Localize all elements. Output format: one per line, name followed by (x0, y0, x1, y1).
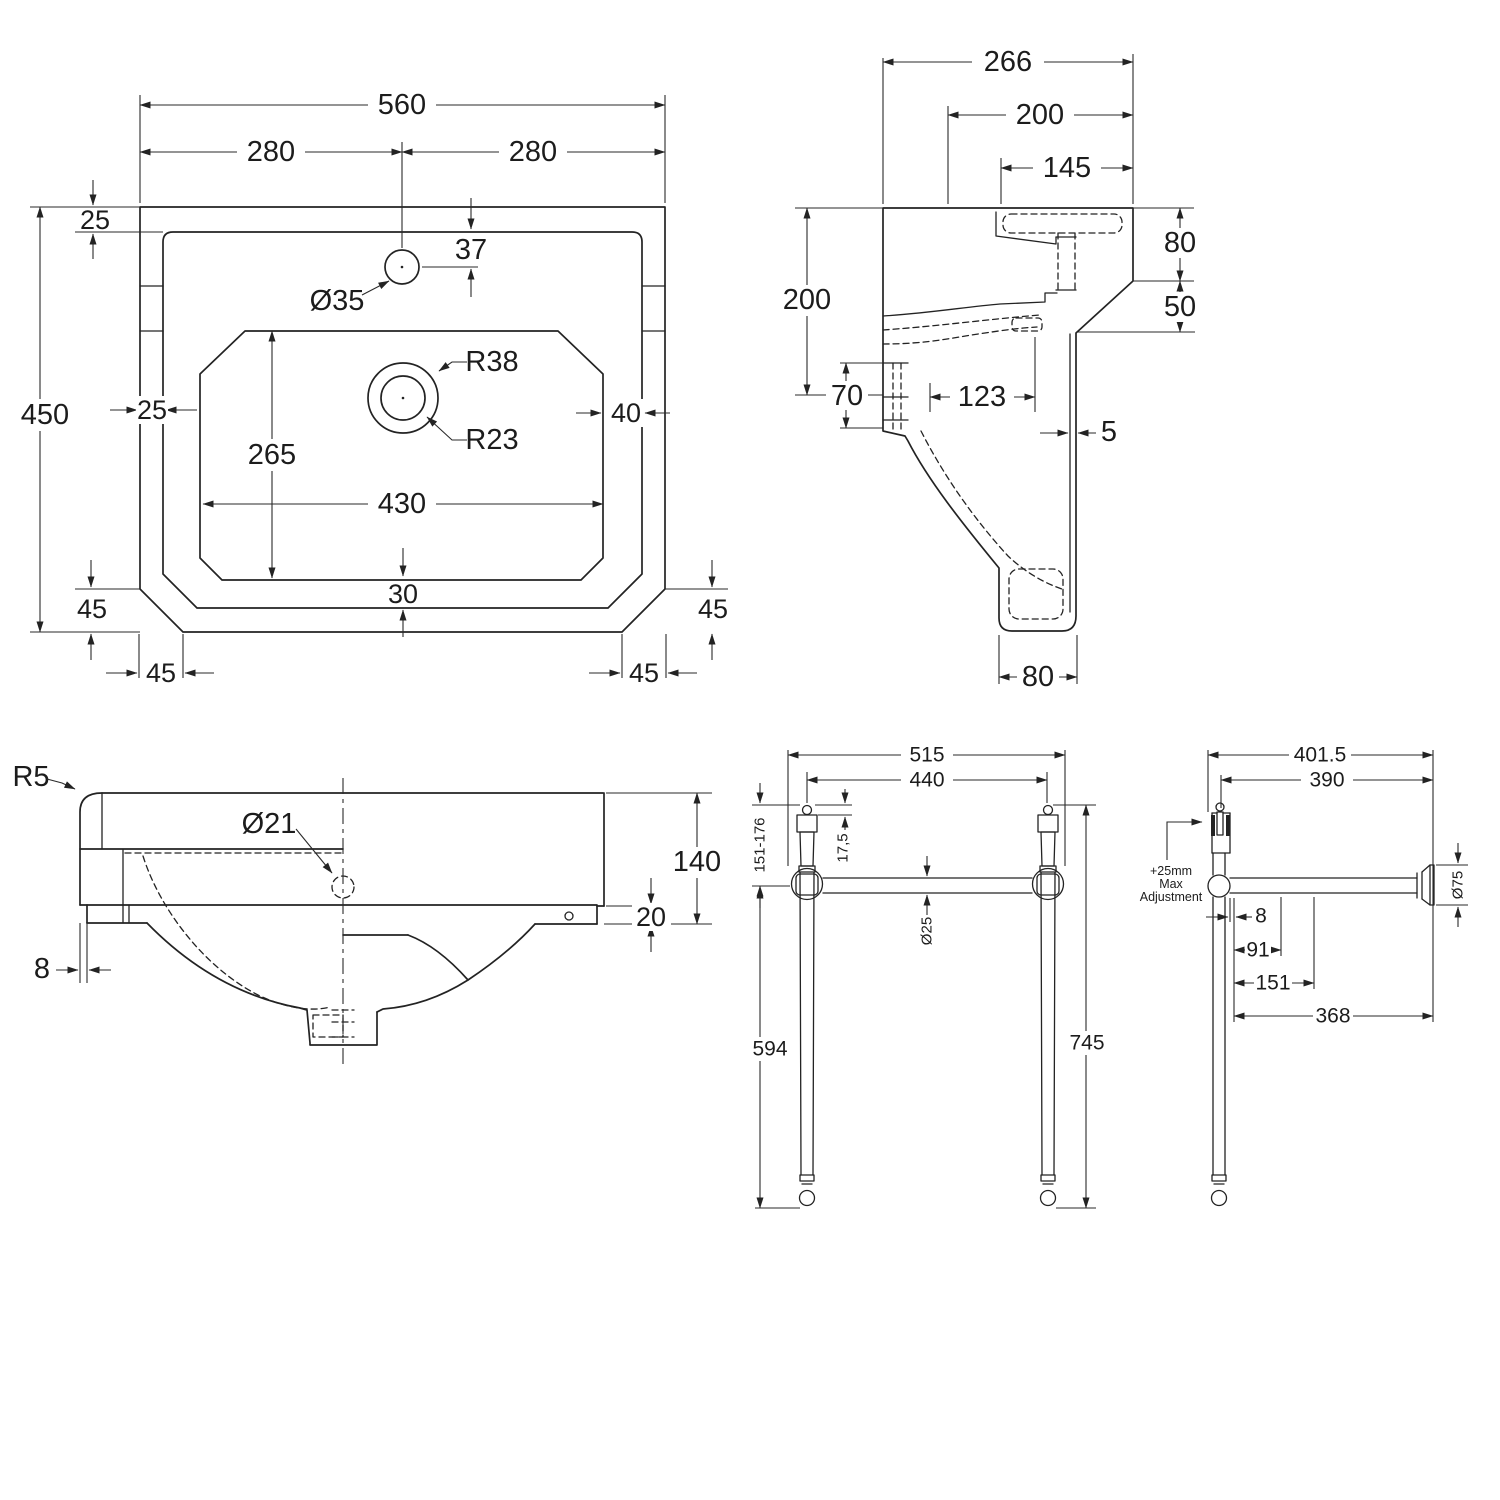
dim-section-80-top: 80 (1164, 227, 1196, 259)
dim-stand-height: 745 (1069, 1032, 1104, 1055)
dim-front-height: 140 (673, 846, 721, 878)
dim-front-overflow-diameter: Ø21 (242, 808, 297, 840)
dim-section-80-bottom: 80 (1022, 661, 1054, 693)
dim-plan-taphole-diameter: Ø35 (310, 285, 365, 317)
dim-section-50: 50 (1164, 291, 1196, 323)
dim-section-70: 70 (831, 380, 863, 412)
dim-stand-adjustment-range: 151-176 (752, 817, 769, 872)
dim-stand-finial: 17,5 (835, 833, 852, 862)
note-adjustment-line2: Max (1159, 877, 1183, 891)
dim-plan-half-right: 280 (509, 136, 557, 168)
dim-section-200-left: 200 (783, 284, 831, 316)
dim-side-151: 151 (1255, 972, 1290, 995)
dim-side-368: 368 (1315, 1005, 1350, 1028)
washstand-right-leg (1031, 804, 1065, 1207)
dim-side-flange-diameter: Ø75 (1450, 871, 1467, 899)
washstand-left-leg (790, 804, 824, 1207)
dim-section-123: 123 (958, 381, 1006, 413)
front-elevation-view: R5 Ø21 140 20 8 (12, 761, 725, 1065)
dim-plan-chamfer-right-vertical: 45 (698, 594, 728, 624)
dim-plan-chamfer-right-horizontal: 45 (629, 658, 659, 688)
dim-front-gap: 8 (34, 953, 50, 985)
dim-plan-half-left: 280 (247, 136, 295, 168)
dim-plan-bowl-right-offset: 40 (611, 398, 641, 428)
dim-plan-bowl-width: 430 (378, 488, 426, 520)
dim-side-8: 8 (1255, 905, 1267, 928)
dim-front-step: 20 (636, 902, 666, 932)
dim-section-145: 145 (1043, 152, 1091, 184)
dim-plan-taphole-offset: 37 (455, 234, 487, 266)
note-adjustment-line3: Adjustment (1140, 890, 1203, 904)
dim-stand-bar-diameter: Ø25 (919, 917, 936, 945)
dim-plan-bowl-depth: 265 (248, 439, 296, 471)
dim-plan-overall-depth: 450 (21, 399, 69, 431)
dim-plan-chamfer-left-horizontal: 45 (146, 658, 176, 688)
dim-plan-overall-width: 560 (378, 89, 426, 121)
dim-section-5: 5 (1101, 416, 1117, 448)
section-view: 266 200 145 80 50 200 70 (779, 46, 1202, 693)
dim-side-arm: 390 (1309, 769, 1344, 792)
dim-plan-waste-outer-radius: R38 (465, 346, 518, 378)
washstand-front-view: 515 440 17,5 151-176 Ø25 594 745 (749, 744, 1110, 1209)
dim-side-91: 91 (1246, 939, 1269, 962)
dim-plan-waste-inner-radius: R23 (465, 424, 518, 456)
dim-section-overall-depth: 266 (984, 46, 1032, 78)
dim-side-overall: 401.5 (1294, 744, 1347, 767)
dim-plan-rim-left-offset: 25 (137, 395, 167, 425)
washstand-side-view: +25mm Max Adjustment 401.5 390 Ø75 8 91 (1140, 744, 1468, 1207)
dim-stand-leg-length: 594 (752, 1038, 787, 1061)
dim-plan-bowl-bottom-offset: 30 (388, 579, 418, 609)
dim-plan-chamfer-left-vertical: 45 (77, 594, 107, 624)
plan-view: 560 280 280 25 450 37 Ø35 R38 R23 (18, 89, 731, 688)
dim-stand-outer-width: 515 (909, 744, 944, 767)
dim-section-200-top: 200 (1016, 99, 1064, 131)
note-adjustment-line1: +25mm (1150, 864, 1192, 878)
dim-stand-inner-width: 440 (909, 769, 944, 792)
dim-plan-rim-top-offset: 25 (80, 205, 110, 235)
dim-front-corner-radius: R5 (12, 761, 49, 793)
